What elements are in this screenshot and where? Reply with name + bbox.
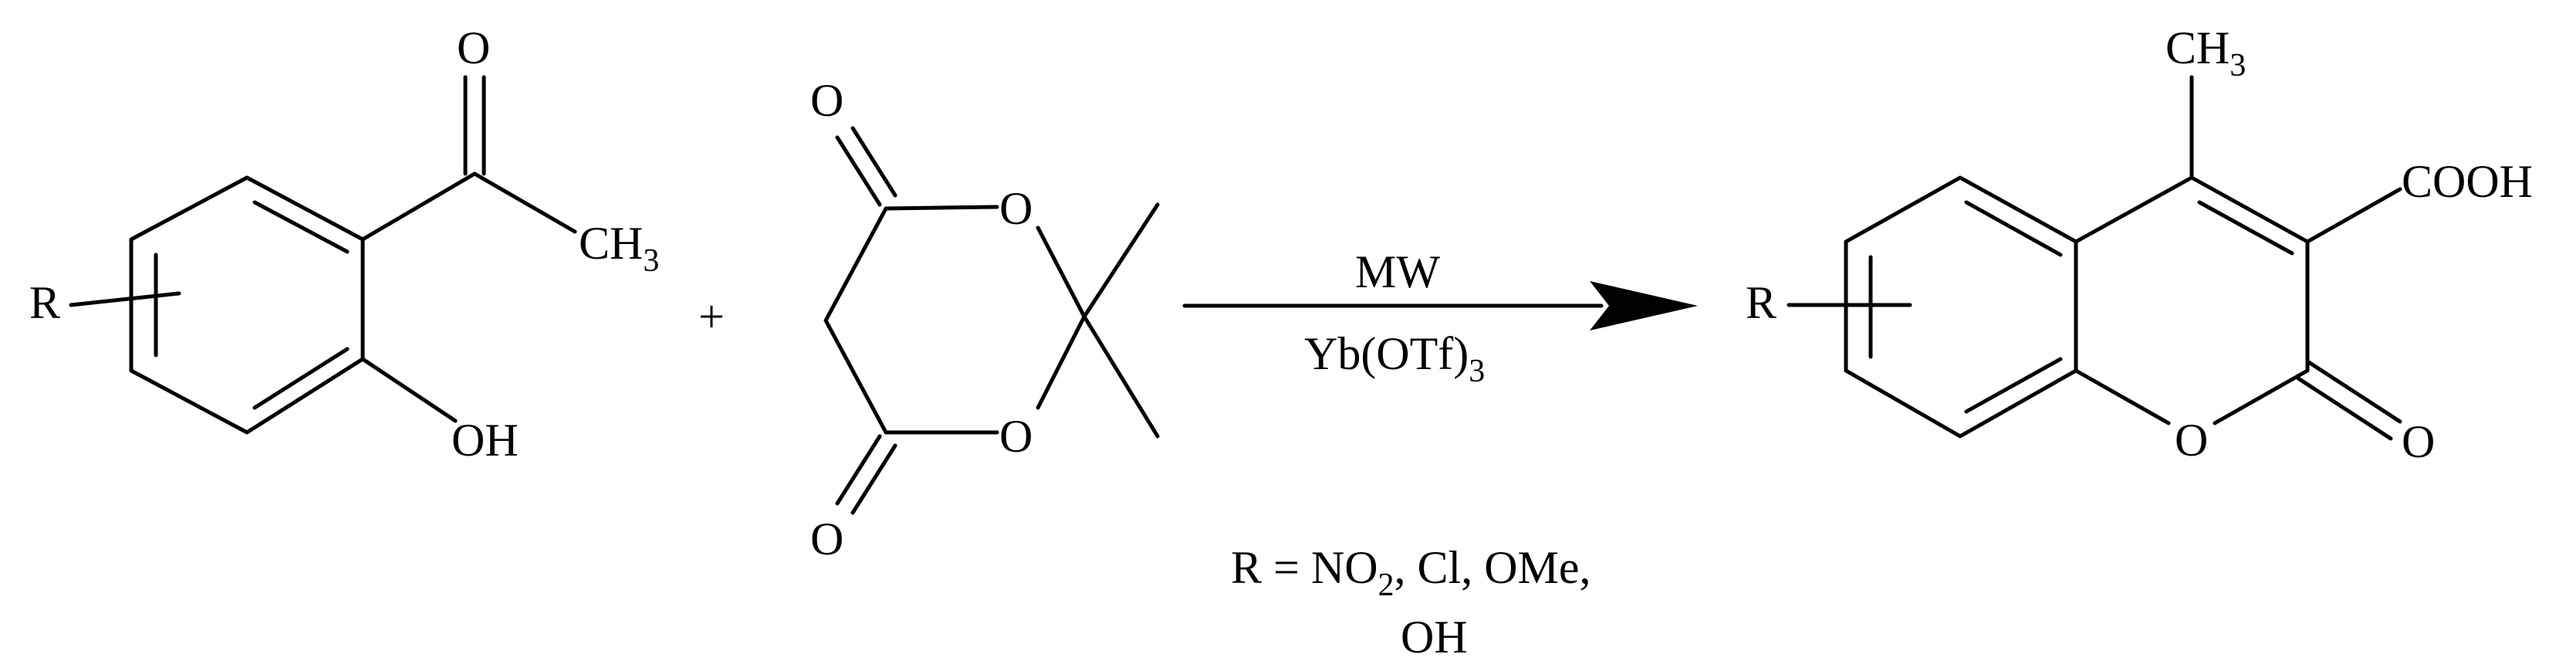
note-suffix: , Cl, OMe, [1394, 542, 1591, 593]
pyrone-bond-c4-c3 [2189, 175, 2310, 244]
top-carbonyl-bond-a [835, 135, 882, 207]
pyrone-bond-c2-o1 [2213, 368, 2310, 425]
ring-bond-o-c2 [1036, 225, 1087, 319]
pyrone-double-bond-inner [2197, 200, 2294, 256]
bottom-carbonyl-oxygen-label: O [810, 513, 843, 564]
benzo-double-bond-3 [1964, 357, 2063, 414]
carboxylic-acid-label: COOH [2402, 156, 2533, 207]
hydroxyl-label: OH [451, 415, 519, 466]
ring-oxygen-label: O [2175, 415, 2208, 466]
catalyst-label: Yb(OTf)3 [1304, 328, 1485, 389]
plus-sign: + [698, 291, 725, 342]
substituent-r-label: R [1746, 277, 1776, 328]
bottom-carbonyl-bond-b [850, 443, 898, 515]
methyl-subscript: 3 [643, 243, 659, 279]
methyl-base: CH [579, 218, 643, 269]
c3-carboxyl-bond [2305, 187, 2402, 244]
substituent-note: R = NO2, Cl, OMe, OH [1231, 542, 1591, 663]
catalyst-subscript: 3 [1469, 354, 1485, 389]
r-substituent-bond [69, 291, 181, 307]
methyl-bond-upper [1082, 202, 1160, 319]
top-carbonyl-oxygen-label: O [810, 75, 843, 126]
aromatic-double-bond-1 [252, 200, 350, 254]
catalyst-base: Yb(OTf) [1304, 328, 1469, 379]
bottom-carbonyl-bond-a [835, 434, 882, 506]
benzene-ring-bonds [129, 175, 365, 435]
reaction-arrow: MW Yb(OTf)3 [1182, 246, 1698, 389]
product-coumarin-carboxylic-acid: R CH3 COOH O O [1746, 22, 2533, 467]
methyl-bond-lower [1082, 314, 1160, 439]
note-line-1: R = NO2, Cl, OMe, [1231, 542, 1591, 603]
lactone-carbonyl-bond-b [2296, 376, 2393, 441]
methyl-label: CH3 [579, 218, 659, 279]
note-line-2: OH [1401, 612, 1468, 663]
hydroxyl-bond [360, 357, 458, 423]
substituent-r-label: R [29, 277, 60, 328]
lactone-carbonyl-bond-a [2305, 359, 2402, 424]
note-prefix: R = NO [1231, 542, 1378, 593]
pyrone-bond-o1-c8a [2074, 368, 2171, 425]
carbonyl-oxygen-label: O [2402, 416, 2435, 467]
arrow-head [1590, 281, 1698, 330]
ring-oxygen-bottom-label: O [999, 411, 1033, 462]
ring-bond-c6-c5 [823, 318, 888, 435]
pyrone-bond-c4a-c4 [2074, 175, 2194, 244]
condition-mw-label: MW [1355, 246, 1440, 297]
methyl-label: CH3 [2165, 22, 2246, 83]
ring-bond-c4-o [884, 205, 999, 211]
ring-oxygen-top-label: O [999, 183, 1033, 234]
carbonyl-oxygen-label: O [457, 22, 490, 73]
aromatic-double-bond-2 [252, 347, 350, 410]
methyl-subscript: 3 [2229, 48, 2246, 83]
ring-bond-c2-o [1036, 314, 1087, 410]
acetyl-methyl-bond [472, 171, 577, 234]
reactant-hydroxyacetophenone: R O CH3 OH [29, 22, 659, 466]
reactant-meldrums-acid: O O O O [810, 75, 1160, 564]
methyl-base: CH [2165, 22, 2229, 73]
ring-bond-c5-c4 [823, 206, 888, 323]
benzo-double-bond-1 [1964, 200, 2063, 257]
acetyl-ring-bond [360, 171, 477, 242]
top-carbonyl-bond-b [850, 126, 898, 198]
note-subscript: 2 [1378, 568, 1394, 603]
